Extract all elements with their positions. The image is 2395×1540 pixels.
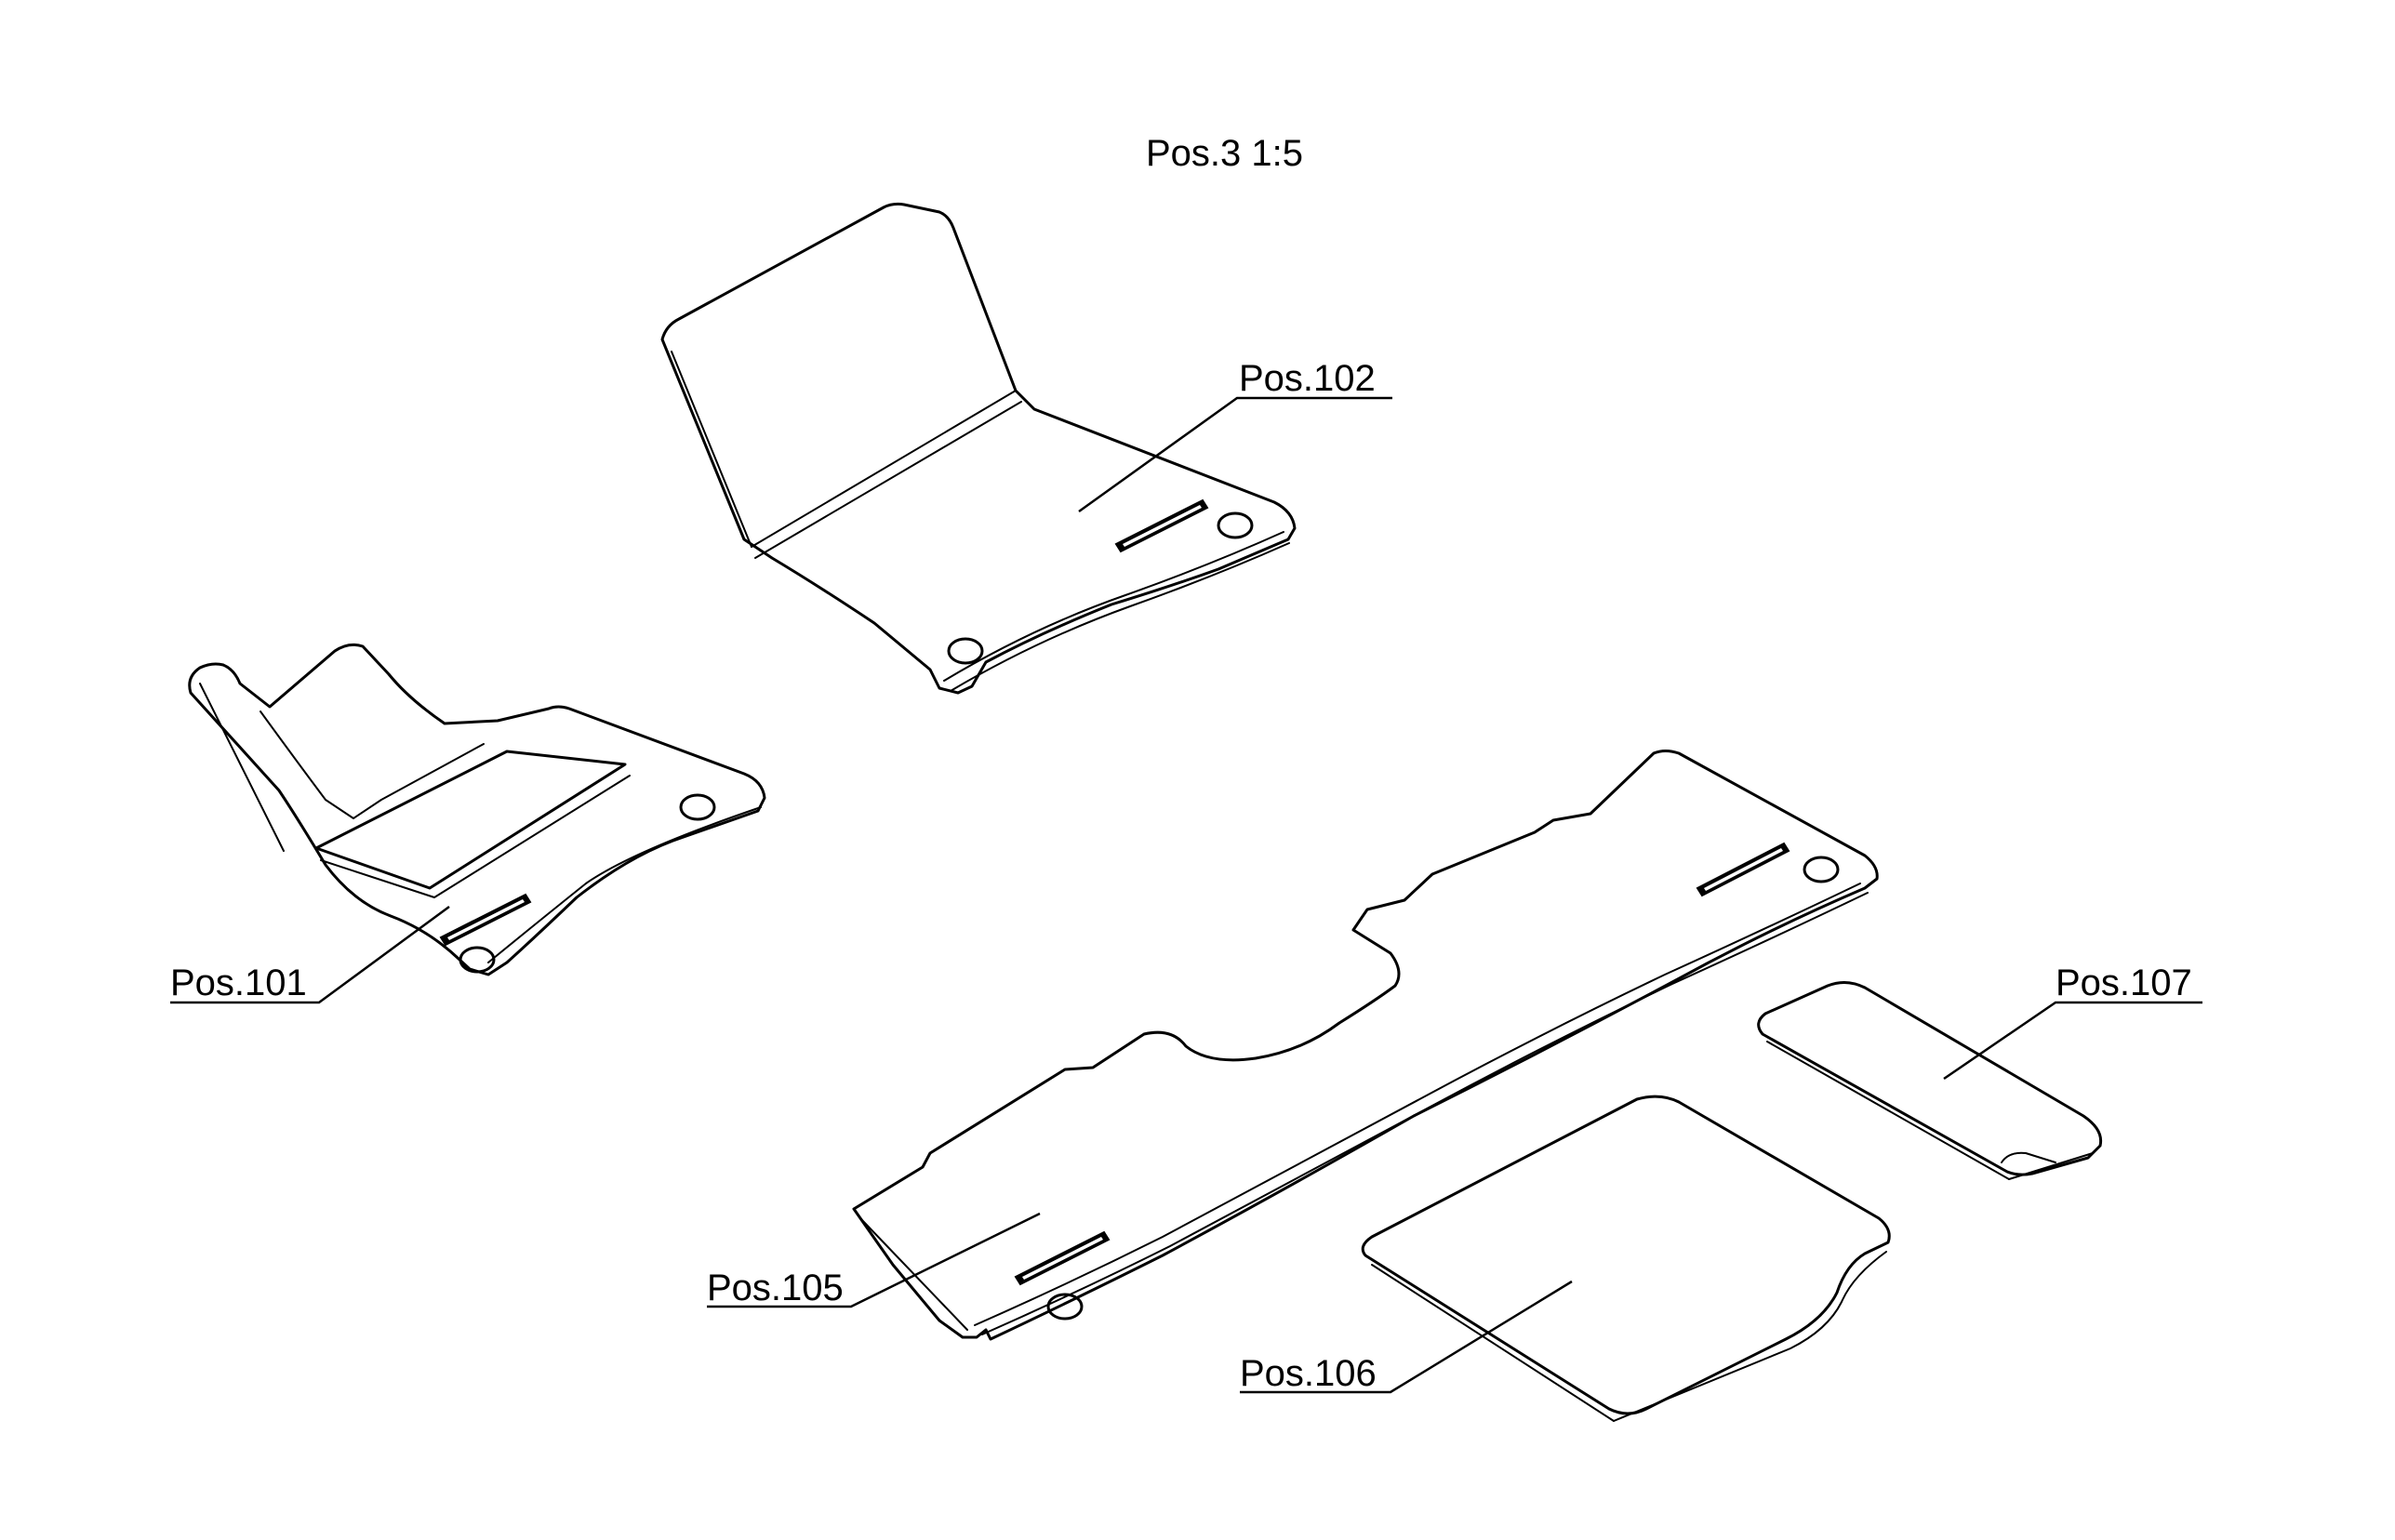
grip-strip-pos-105-rear <box>1696 842 1790 897</box>
leader-pos-105 <box>707 1212 1041 1308</box>
mat-pos-101 <box>188 643 766 976</box>
mat-pos-102 <box>660 202 1297 695</box>
callout-pos-106: Pos.106 <box>1240 1353 1377 1394</box>
mat-pos-106 <box>1361 1095 1891 1422</box>
leader-pos-102 <box>1078 396 1392 513</box>
grip-strip-pos-101 <box>439 893 532 947</box>
leader-pos-101 <box>170 905 450 1004</box>
callout-pos-101: Pos.101 <box>170 962 307 1003</box>
callout-pos-105: Pos.105 <box>707 1268 844 1308</box>
mat-pos-107 <box>1757 981 2103 1180</box>
grip-strip-pos-102 <box>1114 498 1209 553</box>
callout-pos-102: Pos.102 <box>1239 358 1376 399</box>
leader-pos-107 <box>1943 1001 2202 1081</box>
drawing-title: Pos.3 1:5 <box>1146 133 1303 174</box>
grip-strip-pos-105-front <box>1014 1230 1111 1286</box>
callout-pos-107: Pos.107 <box>2056 962 2192 1003</box>
leader-pos-106 <box>1240 1280 1573 1394</box>
mat-pos-105 <box>852 750 1879 1341</box>
